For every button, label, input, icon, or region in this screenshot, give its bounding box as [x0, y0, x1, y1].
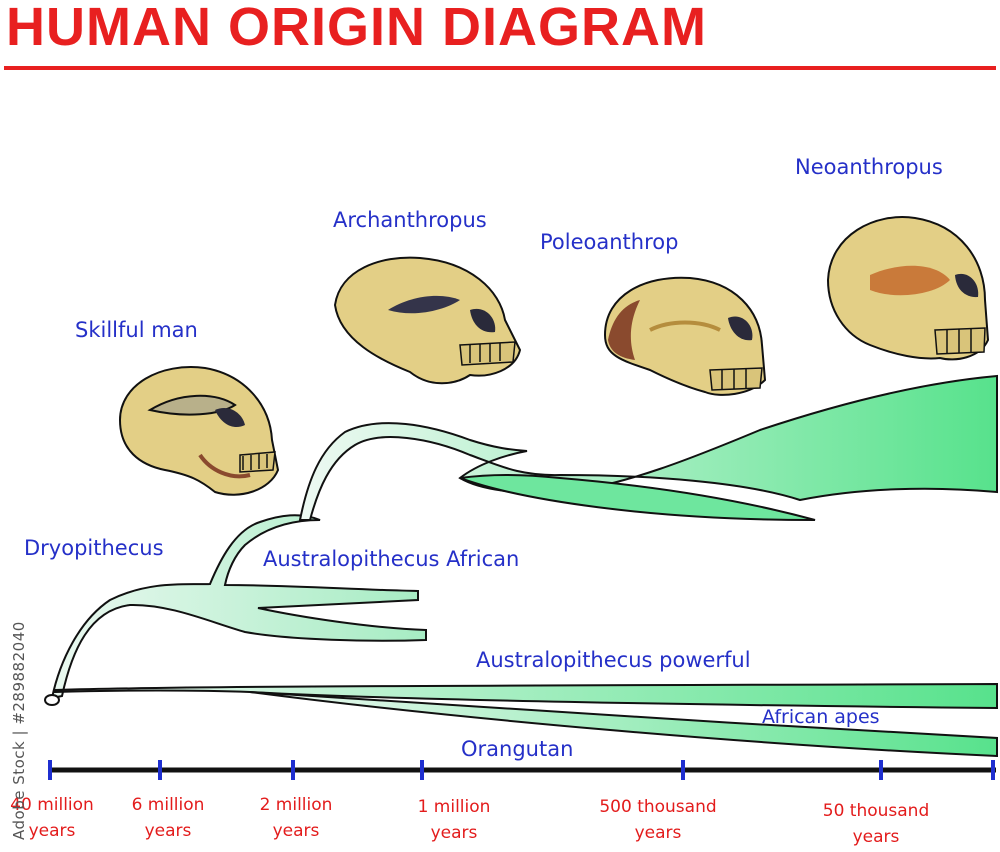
timeline-label-line2: years [634, 823, 682, 843]
timeline-label-line1: 1 million [417, 797, 491, 817]
label-archanthropus: Archanthropus [333, 208, 487, 232]
poleoanthrop-skull [603, 276, 767, 396]
timeline-label-line2: years [852, 827, 900, 847]
archanthropus-skull [333, 256, 522, 385]
timeline-label: 6 million years [118, 792, 218, 844]
dryopithecus-branch [50, 514, 427, 700]
australopithecus-powerful-branch [54, 682, 998, 710]
label-african-apes: African apes [762, 706, 880, 728]
hominid-side-leaf [459, 474, 816, 521]
label-australopithecus-powerful: Australopithecus powerful [476, 648, 751, 672]
label-australopithecus-african: Australopithecus African [263, 547, 520, 571]
timeline-label-line1: 50 thousand [822, 801, 930, 821]
timeline-label-line2: years [272, 821, 320, 841]
label-skillful-man: Skillful man [75, 318, 198, 342]
timeline-label: 2 million years [246, 792, 346, 844]
timeline-label-line1: 6 million [131, 795, 205, 815]
timeline-label-line1: 40 million [10, 795, 94, 815]
timeline-label: 40 million years [0, 792, 104, 844]
timeline-label-line2: years [144, 821, 192, 841]
title-underline [4, 66, 996, 70]
timeline-label: 1 million years [404, 794, 504, 846]
diagram-title: HUMAN ORIGIN DIAGRAM [6, 0, 707, 57]
label-poleoanthrop: Poleoanthrop [540, 230, 679, 254]
skillful-man-skull [118, 366, 280, 496]
neoanthropus-skull [826, 216, 990, 361]
label-dryopithecus: Dryopithecus [24, 536, 164, 560]
hominid-branch [298, 374, 998, 521]
timeline-label-line2: years [28, 821, 76, 841]
timeline-label: 500 thousand years [588, 794, 728, 846]
origin-node [44, 694, 60, 706]
timeline-axis [48, 760, 996, 780]
timeline-label-line1: 2 million [259, 795, 333, 815]
watermark-text: Adobe Stock | #289882040 [10, 621, 28, 840]
stock-watermark: Adobe Stock | #289882040 [2, 610, 32, 840]
label-orangutan: Orangutan [461, 737, 574, 761]
timeline-label-line1: 500 thousand [599, 797, 717, 817]
timeline-label: 50 thousand years [806, 798, 946, 850]
apes-branch [249, 691, 998, 758]
label-neoanthropus: Neoanthropus [795, 155, 943, 179]
timeline-label-line2: years [430, 823, 478, 843]
